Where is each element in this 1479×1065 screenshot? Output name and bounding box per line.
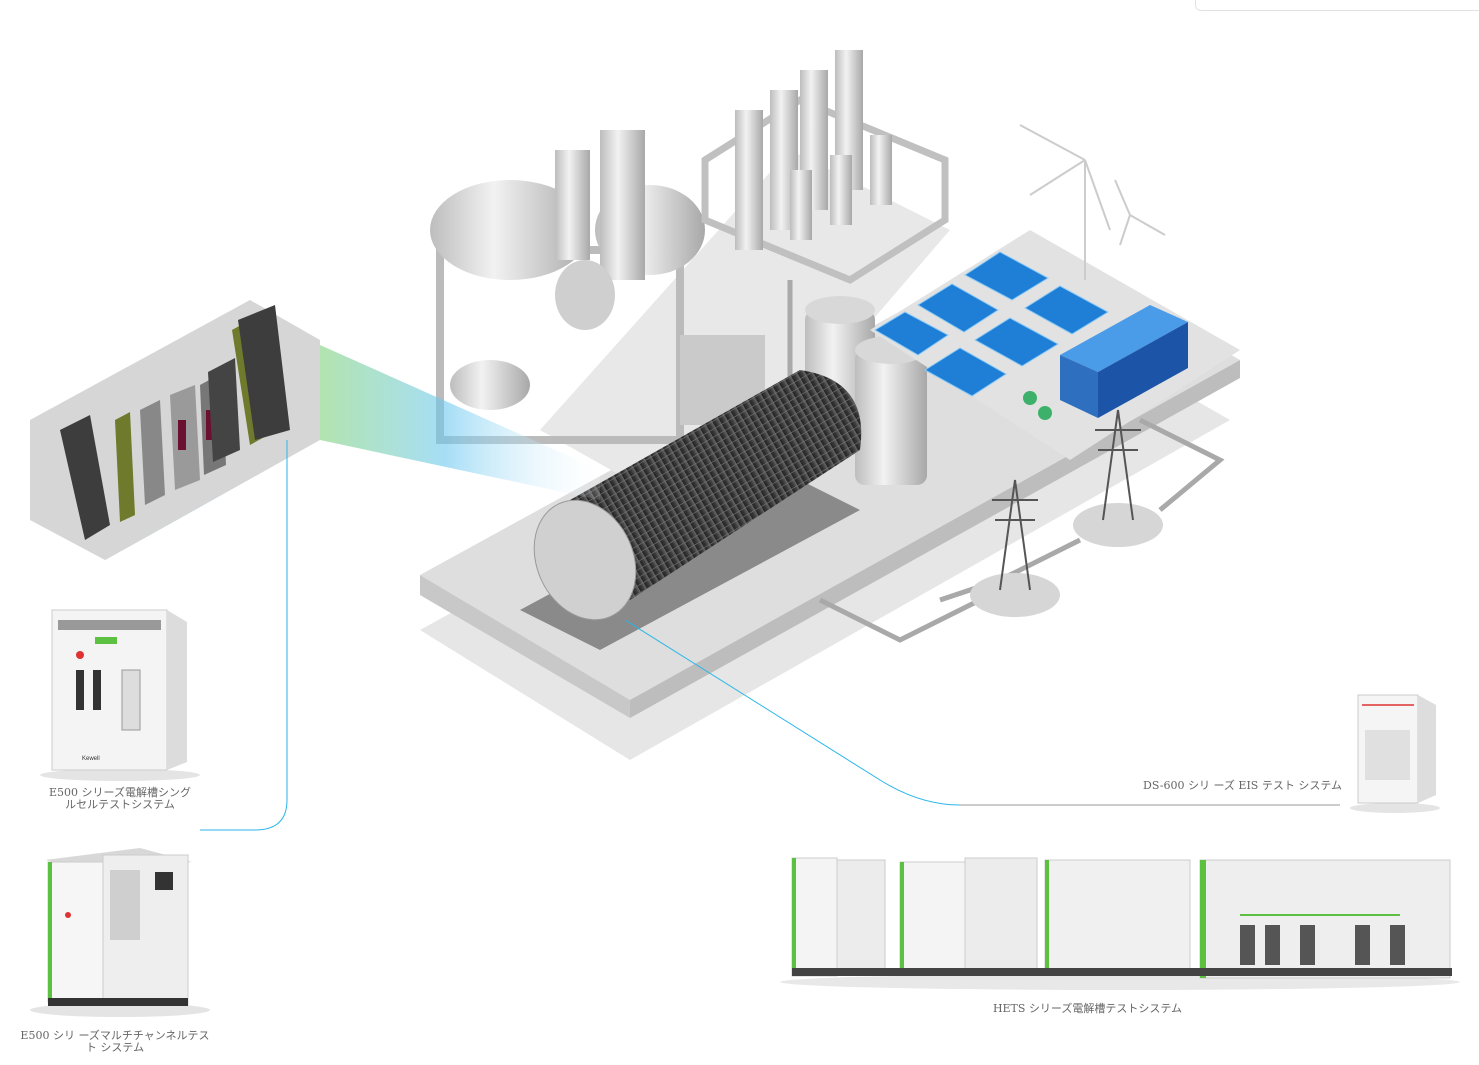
e500-single-cell-product: Kewell	[40, 609, 200, 781]
e500-multichannel-product	[30, 848, 210, 1017]
purification-skid	[701, 50, 949, 284]
brand-logo: Kewell	[82, 756, 100, 762]
electrolyzer-stack	[520, 370, 862, 650]
wind-turbines	[1019, 124, 1166, 280]
power-pylons	[970, 409, 1163, 617]
ds600-product	[1350, 694, 1440, 813]
e500-multichannel-label: E500 シリ ーズマルチチャンネルテス ト システム	[20, 1029, 210, 1054]
solar-panel	[964, 251, 1050, 301]
e500-single-cell-label: E500 シリーズ電解槽シング ルセルテストシステム	[49, 786, 191, 811]
stack-exploded-view	[30, 300, 600, 560]
top-panel-edge	[1195, 0, 1479, 11]
solar-panel	[917, 283, 999, 333]
hets-products	[780, 857, 1460, 990]
solar-panel	[974, 317, 1060, 367]
connector-lines	[200, 440, 961, 831]
compressor-skid	[430, 130, 765, 444]
battery-container	[1060, 305, 1188, 372]
solar-panel	[874, 311, 949, 356]
ds600-label: DS-600 シリ ーズ EIS テスト システム	[1143, 779, 1342, 792]
solar-panel	[1024, 285, 1110, 335]
solar-panel	[924, 347, 1007, 397]
hets-label: HETS シリーズ電解槽テストシステム	[992, 1002, 1183, 1015]
renewable-area	[870, 124, 1240, 460]
